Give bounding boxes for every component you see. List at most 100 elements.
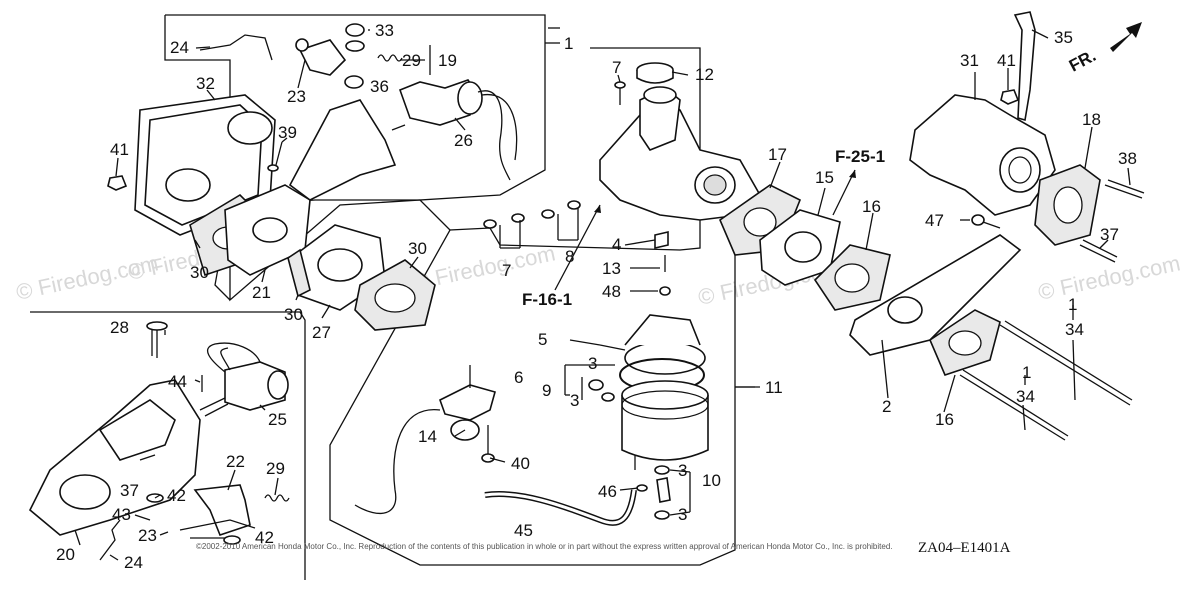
float-bowl-6 — [619, 314, 709, 470]
label-18: 18 — [1082, 110, 1101, 129]
cutoff-solenoid-14 — [354, 365, 496, 514]
label-4: 4 — [612, 235, 621, 254]
label-8: 8 — [565, 247, 574, 266]
part-number-labels: 1 1 1 2 3 3 3 3 4 5 6 7 7 8 9 10 11 12 1… — [56, 21, 1137, 572]
label-40: 40 — [511, 454, 530, 473]
nut-36 — [344, 75, 364, 89]
label-41-left: 41 — [110, 140, 129, 159]
label-48: 48 — [602, 282, 621, 301]
label-3-b: 3 — [570, 391, 579, 410]
label-46: 46 — [598, 482, 617, 501]
reference-arrows — [554, 169, 856, 291]
label-39: 39 — [278, 123, 297, 142]
label-23-bottom: 23 — [138, 526, 157, 545]
nut-33 — [345, 23, 365, 52]
label-15: 15 — [815, 168, 834, 187]
label-3-d: 3 — [678, 505, 687, 524]
label-37-right: 37 — [1100, 225, 1119, 244]
cap-12 — [636, 62, 674, 84]
drain-screw-9 — [588, 379, 615, 402]
label-35: 35 — [1054, 28, 1073, 47]
label-17: 17 — [768, 145, 787, 164]
studs-34 — [959, 320, 1133, 441]
label-41-right: 41 — [997, 51, 1016, 70]
label-16-lower: 16 — [935, 410, 954, 429]
label-5: 5 — [538, 330, 547, 349]
reference-f16: F-16-1 — [522, 290, 572, 309]
label-7-bottom: 7 — [502, 261, 511, 280]
label-42-lower: 42 — [255, 528, 274, 547]
label-27: 27 — [312, 323, 331, 342]
label-20: 20 — [56, 545, 75, 564]
fitting-4-13-48 — [654, 230, 671, 296]
label-36: 36 — [370, 77, 389, 96]
direction-arrow: FR. — [1066, 22, 1142, 76]
label-29-top: 29 — [402, 51, 421, 70]
clip-46 — [636, 484, 648, 492]
leader-lines — [74, 27, 1131, 561]
spring-29-bottom — [264, 494, 290, 502]
label-30-right: 30 — [408, 239, 427, 258]
label-19: 19 — [438, 51, 457, 70]
label-30-center: 30 — [284, 305, 303, 324]
reference-f25: F-25-1 — [835, 147, 885, 166]
bracket-2 — [849, 234, 1022, 356]
label-16-upper: 16 — [862, 197, 881, 216]
bolt-37-left — [139, 454, 156, 461]
label-2: 2 — [882, 397, 891, 416]
gasket-30-center — [287, 248, 311, 298]
drain-10 — [654, 465, 671, 520]
label-34-lower: 34 — [1016, 387, 1035, 406]
lever-22 — [179, 484, 256, 536]
label-11: 11 — [765, 378, 783, 397]
label-1-top: 1 — [564, 34, 573, 53]
diagram-code: ZA04–E1401A — [918, 540, 1011, 556]
label-24-bottom: 24 — [124, 553, 143, 572]
label-21: 21 — [252, 283, 271, 302]
label-29-bottom: 29 — [266, 459, 285, 478]
carburetor-body — [599, 86, 761, 221]
nut-41-left — [107, 175, 128, 191]
solenoid-25 — [199, 342, 289, 417]
tube-45 — [484, 489, 637, 526]
label-37-left: 37 — [120, 481, 139, 500]
spring-24-bottom — [99, 519, 121, 561]
label-25: 25 — [268, 410, 287, 429]
label-6: 6 — [514, 368, 523, 387]
label-38: 38 — [1118, 149, 1137, 168]
choke-plate-21 — [224, 99, 397, 276]
label-10: 10 — [702, 471, 721, 490]
label-44: 44 — [168, 372, 187, 391]
gasket-30-right — [354, 259, 436, 331]
choke-solenoid-26 — [391, 79, 518, 181]
bracket-19 — [199, 34, 347, 76]
label-1-right-upper: 1 — [1068, 295, 1077, 314]
label-9: 9 — [542, 381, 551, 400]
bolt-47 — [971, 214, 1001, 229]
pin-5 — [599, 344, 626, 351]
label-13: 13 — [602, 259, 621, 278]
bolts-37-38 — [1079, 179, 1145, 263]
gasket-16-lower — [929, 309, 1001, 376]
label-42-upper: 42 — [167, 486, 186, 505]
label-45: 45 — [514, 521, 533, 540]
label-3-a: 3 — [588, 354, 597, 373]
label-22: 22 — [226, 452, 245, 471]
label-12: 12 — [695, 65, 714, 84]
label-3-c: 3 — [678, 461, 687, 480]
label-23-top: 23 — [287, 87, 306, 106]
direction-label: FR. — [1066, 46, 1099, 76]
label-24-top: 24 — [170, 38, 189, 57]
label-34-upper: 34 — [1065, 320, 1084, 339]
bolt-39 — [267, 141, 283, 172]
label-28: 28 — [110, 318, 129, 337]
label-30-left: 30 — [190, 263, 209, 282]
gasket-18 — [1034, 164, 1101, 246]
spring-29-top — [377, 54, 403, 62]
pin-28 — [146, 321, 168, 358]
label-7-top: 7 — [612, 58, 621, 77]
screw-7-top — [614, 81, 626, 105]
label-26: 26 — [454, 131, 473, 150]
label-32: 32 — [196, 74, 215, 93]
